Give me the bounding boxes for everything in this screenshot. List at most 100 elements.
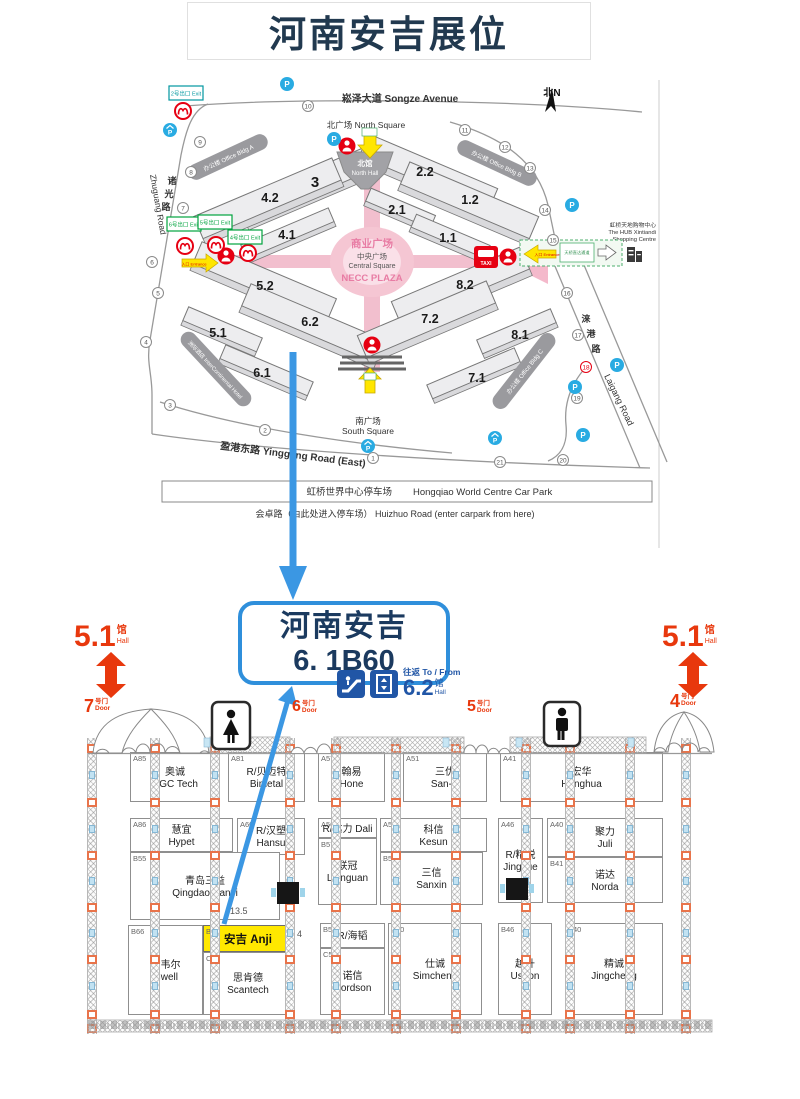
- escalator-icon: [337, 669, 365, 698]
- column-tick-icon: [453, 982, 459, 990]
- column-marker-icon: [150, 744, 160, 753]
- column-marker-icon: [391, 1024, 401, 1033]
- column-marker-icon: [150, 851, 160, 860]
- column-marker-icon: [210, 798, 220, 807]
- column-tick-icon: [152, 929, 158, 937]
- column-strip: [331, 738, 341, 1034]
- column-marker-icon: [210, 903, 220, 912]
- title-panel: 河南安吉展位: [187, 2, 591, 60]
- column-tick-icon: [683, 771, 689, 779]
- column-tick-icon: [89, 982, 95, 990]
- booth-label: R/精悦Jingyue: [499, 819, 542, 902]
- column-tick-icon: [89, 825, 95, 833]
- column-marker-icon: [521, 1024, 531, 1033]
- column-marker-icon: [625, 903, 635, 912]
- column-marker-icon: [625, 1010, 635, 1019]
- column-tick-icon: [683, 825, 689, 833]
- booth-id: B56: [323, 925, 337, 934]
- booth-id: A56: [321, 820, 335, 829]
- column-tick-icon: [89, 771, 95, 779]
- tofrom-hall-en: Hall: [434, 689, 446, 696]
- column-marker-icon: [331, 744, 341, 753]
- booth-id: A41: [503, 754, 517, 763]
- booth-label: R/达力 Dali: [322, 823, 373, 835]
- column-marker-icon: [391, 955, 401, 964]
- booth-id: A51: [406, 754, 420, 763]
- column-marker-icon: [331, 851, 341, 860]
- booth-B50: B50仕诚Simcheng: [388, 923, 482, 1015]
- column-tick-icon: [523, 982, 529, 990]
- column-tick-icon: [212, 771, 218, 779]
- column-marker-icon: [331, 903, 341, 912]
- column-marker-icon: [150, 903, 160, 912]
- column-marker-icon: [451, 851, 461, 860]
- booth-id: A85: [133, 754, 147, 763]
- column-tick-icon: [683, 982, 689, 990]
- column-marker-icon: [331, 798, 341, 807]
- column-marker-icon: [681, 1010, 691, 1019]
- column-marker-icon: [87, 798, 97, 807]
- utility-box-icon: [500, 878, 534, 900]
- column-marker-icon: [150, 955, 160, 964]
- column-marker-icon: [565, 903, 575, 912]
- booth-id: A50: [383, 820, 397, 829]
- column-marker-icon: [87, 851, 97, 860]
- column-tick-icon: [627, 825, 633, 833]
- column-marker-icon: [681, 851, 691, 860]
- column-marker-icon: [87, 903, 97, 912]
- column-marker-icon: [565, 798, 575, 807]
- column-strip: [210, 738, 220, 1034]
- column-marker-icon: [451, 744, 461, 753]
- column-marker-icon: [521, 955, 531, 964]
- column-marker-icon: [625, 851, 635, 860]
- column-marker-icon: [451, 903, 461, 912]
- column-tick-icon: [212, 982, 218, 990]
- column-marker-icon: [521, 851, 531, 860]
- column-marker-icon: [451, 798, 461, 807]
- column-marker-icon: [210, 851, 220, 860]
- column-tick-icon: [393, 877, 399, 885]
- column-tick-icon: [567, 877, 573, 885]
- column-marker-icon: [451, 1010, 461, 1019]
- column-tick-icon: [152, 982, 158, 990]
- column-tick-icon: [212, 877, 218, 885]
- column-tick-icon: [523, 825, 529, 833]
- column-marker-icon: [285, 1024, 295, 1033]
- column-tick-icon: [627, 982, 633, 990]
- column-marker-icon: [87, 1010, 97, 1019]
- column-tick-icon: [393, 929, 399, 937]
- column-marker-icon: [565, 1010, 575, 1019]
- elevator-icon: [370, 669, 398, 698]
- column-marker-icon: [285, 1010, 295, 1019]
- column-tick-icon: [333, 877, 339, 885]
- column-marker-icon: [681, 903, 691, 912]
- column-strip: [451, 738, 461, 1034]
- column-tick-icon: [453, 929, 459, 937]
- booth-id: A57: [321, 754, 335, 763]
- column-marker-icon: [285, 851, 295, 860]
- column-marker-icon: [87, 955, 97, 964]
- column-tick-icon: [212, 825, 218, 833]
- column-marker-icon: [521, 798, 531, 807]
- booth-label: R/海韬: [337, 931, 368, 942]
- column-tick-icon: [393, 982, 399, 990]
- column-tick-icon: [152, 771, 158, 779]
- column-marker-icon: [391, 744, 401, 753]
